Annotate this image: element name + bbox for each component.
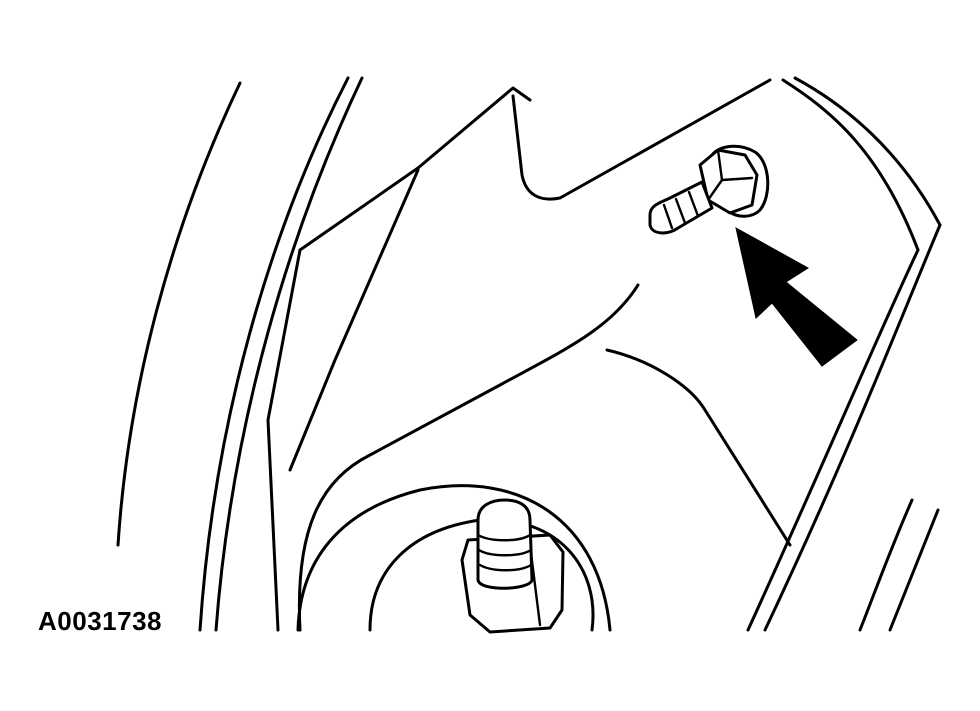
pointer-arrow xyxy=(735,227,858,367)
wheel-arcs xyxy=(116,76,364,632)
bolt-thread-2 xyxy=(674,197,687,225)
bolt-thread-3 xyxy=(687,190,700,218)
lower-stud-assembly xyxy=(296,484,612,634)
bolt-hex-head xyxy=(698,148,759,215)
bracket-left-edge xyxy=(266,248,302,632)
stud-threads xyxy=(476,498,534,590)
bolt-head-face-2 xyxy=(720,176,754,182)
bracket-inner-diagonal xyxy=(288,168,420,472)
wheel-arc-3 xyxy=(214,76,364,632)
frame-line-top xyxy=(781,78,920,252)
stud-thread-3 xyxy=(478,563,533,572)
frame-lines xyxy=(746,76,942,632)
hex-nut-face-1 xyxy=(460,558,472,617)
figure-id-label: A0031738 xyxy=(38,606,162,636)
bracket-top-flange xyxy=(511,78,772,201)
arrow-icon xyxy=(735,227,858,367)
washer-ring-outer xyxy=(296,484,612,632)
frame-line-short-2 xyxy=(888,508,940,632)
bolt-thread-1 xyxy=(662,203,674,230)
bracket-upper-edge xyxy=(298,86,532,252)
upper-bolt-assembly xyxy=(648,144,770,235)
stud-thread-1 xyxy=(476,533,532,542)
wheel-arc-outer xyxy=(116,81,242,547)
frame-line-top-2 xyxy=(793,76,942,227)
wheel-arc-2 xyxy=(198,76,350,632)
bracket-web-curve xyxy=(297,283,640,632)
bracket-body xyxy=(266,78,792,632)
stud-thread-2 xyxy=(477,548,533,557)
frame-line-long-2 xyxy=(763,223,942,632)
frame-line-long-1 xyxy=(746,248,920,632)
bolt-shank xyxy=(648,180,714,235)
bracket-lower-curve xyxy=(605,348,792,547)
frame-line-short-1 xyxy=(858,498,914,632)
